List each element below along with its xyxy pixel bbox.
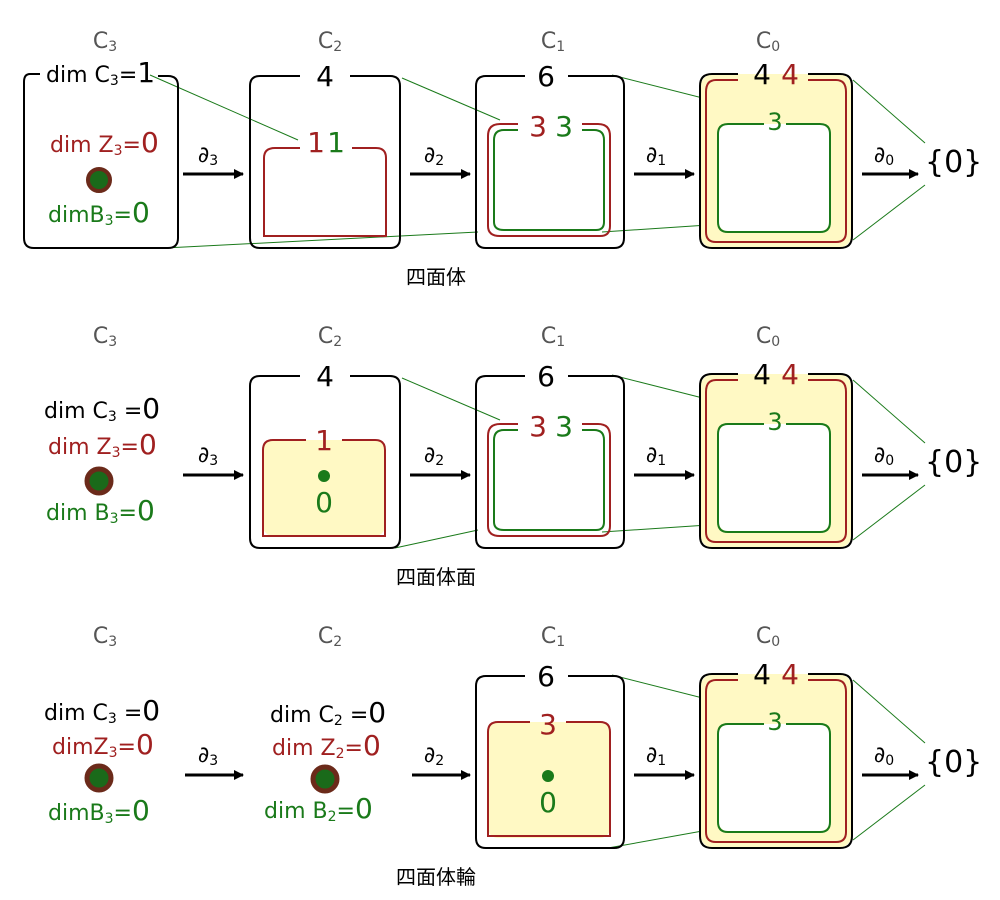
- boundary-arrows: ∂3 ∂2 ∂1 ∂0: [183, 143, 919, 179]
- c0-z-dimension: 4: [781, 58, 799, 91]
- caption-c3: C3: [93, 324, 117, 350]
- dim-c3-label: dim C3=1: [46, 56, 155, 89]
- zero-space: {0}: [925, 745, 982, 780]
- c1-box: 6 3 3: [475, 60, 625, 249]
- zero-dot: [542, 770, 554, 782]
- d0-label: ∂0: [874, 743, 894, 769]
- c0-dimension: 4: [753, 658, 771, 691]
- caption-c0: C0: [756, 29, 780, 55]
- c2-box: 4 1 0: [249, 360, 401, 549]
- zero-dot: [84, 763, 114, 793]
- boundary-arrows: ∂3 ∂2 ∂1 ∂0: [183, 443, 919, 480]
- d1-label: ∂1: [646, 743, 666, 769]
- caption-c1: C1: [541, 324, 565, 350]
- c0-b-dimension: 3: [767, 408, 782, 436]
- d0-label: ∂0: [874, 143, 894, 169]
- zero-space: {0}: [925, 145, 982, 180]
- caption-c1: C1: [541, 29, 565, 55]
- dim-c2-label: dim C2 =0: [270, 696, 386, 729]
- dim-b3-label: dimB3=0: [48, 794, 150, 827]
- c1-b-dimension: 3: [555, 410, 573, 443]
- caption-c3: C3: [93, 29, 117, 55]
- caption-c2: C2: [318, 29, 342, 55]
- dim-b3-label: dim B3=0: [46, 494, 155, 527]
- c1-dimension: 6: [537, 360, 555, 393]
- caption-c2: C2: [318, 324, 342, 350]
- caption-c2: C2: [318, 624, 342, 650]
- c0-b-dimension: 3: [767, 108, 782, 136]
- c1-dimension: 6: [537, 660, 555, 693]
- zero-dot: [86, 167, 112, 193]
- boundary-arrows: ∂3 ∂2 ∂1 ∂0: [185, 743, 919, 780]
- c2-dimension: 4: [316, 360, 334, 393]
- c2-dimension: 4: [316, 60, 334, 93]
- c2-b-dimension: 1: [327, 126, 345, 159]
- caption-c3: C3: [93, 624, 117, 650]
- dim-c3-label: dim C3 =0: [44, 694, 160, 727]
- c2-homology-dimension: 0: [315, 486, 333, 519]
- d1-label: ∂1: [646, 143, 666, 169]
- d2-label: ∂2: [424, 443, 444, 469]
- c2-box: 4 1 1: [249, 60, 401, 249]
- caption-c0: C0: [756, 324, 780, 350]
- row-tetrahedron-surface: C3 C2 C1 C0 dim C3 =0 dim Z3=0 dim B3=0 …: [44, 324, 982, 589]
- c0-z-dimension: 4: [781, 658, 799, 691]
- dim-b3-label: dimB3=0: [48, 196, 150, 229]
- c1-box: 6 3 3: [475, 360, 625, 549]
- d1-label: ∂1: [646, 443, 666, 469]
- dim-b2-label: dim B2=0: [264, 792, 373, 825]
- dim-z3-label: dim Z3=0: [48, 428, 157, 461]
- c3-box: dim C3=1 dim Z3=0 dimB3=0: [23, 56, 179, 249]
- c3-labels: dim C3 =0 dimZ3=0 dimB3=0: [44, 694, 160, 827]
- c0-box: 4 4 3: [699, 58, 853, 249]
- c2-z-dimension: 1: [307, 126, 325, 159]
- row-title: 四面体輪: [396, 865, 476, 889]
- d3-label: ∂3: [198, 743, 218, 769]
- d3-label: ∂3: [198, 443, 218, 469]
- c0-box: 4 4 3: [699, 658, 853, 849]
- row-title: 四面体面: [396, 565, 476, 589]
- zero-dot: [318, 470, 330, 482]
- row-tetrahedron: C3 C2 C1 C0 dim C3=1 dim Z3=0 dimB3=0 4 …: [23, 29, 982, 289]
- c1-z-dimension: 3: [539, 708, 557, 741]
- d2-label: ∂2: [424, 143, 444, 169]
- c1-b-dimension: 3: [555, 110, 573, 143]
- dim-c3-label: dim C3 =0: [44, 392, 160, 425]
- c0-dimension: 4: [753, 358, 771, 391]
- caption-c1: C1: [541, 624, 565, 650]
- c0-z-dimension: 4: [781, 358, 799, 391]
- zero-dot: [84, 466, 114, 496]
- dim-z2-label: dim Z2=0: [272, 729, 381, 762]
- dim-z3-label: dim Z3=0: [50, 126, 159, 159]
- d3-label: ∂3: [198, 143, 218, 169]
- zero-space: {0}: [925, 445, 982, 480]
- zero-dot: [310, 764, 340, 794]
- c2-labels: dim C2 =0 dim Z2=0 dim B2=0: [264, 696, 386, 825]
- d2-label: ∂2: [424, 743, 444, 769]
- row-title: 四面体: [406, 265, 466, 289]
- c0-b-dimension: 3: [767, 708, 782, 736]
- row-tetrahedron-skeleton: C3 C2 C1 C0 dim C3 =0 dimZ3=0 dimB3=0 di…: [44, 624, 982, 889]
- c2-z-dimension: 1: [315, 424, 333, 457]
- c1-homology-dimension: 0: [539, 786, 557, 819]
- c0-box: 4 4 3: [699, 358, 853, 549]
- dim-z3-label: dimZ3=0: [52, 728, 154, 761]
- c1-z-dimension: 3: [529, 110, 547, 143]
- c1-dimension: 6: [537, 60, 555, 93]
- c0-dimension: 4: [753, 58, 771, 91]
- c1-box: 6 3 0: [475, 660, 625, 849]
- c1-z-dimension: 3: [529, 410, 547, 443]
- caption-c0: C0: [756, 624, 780, 650]
- d0-label: ∂0: [874, 443, 894, 469]
- c3-labels: dim C3 =0 dim Z3=0 dim B3=0: [44, 392, 160, 527]
